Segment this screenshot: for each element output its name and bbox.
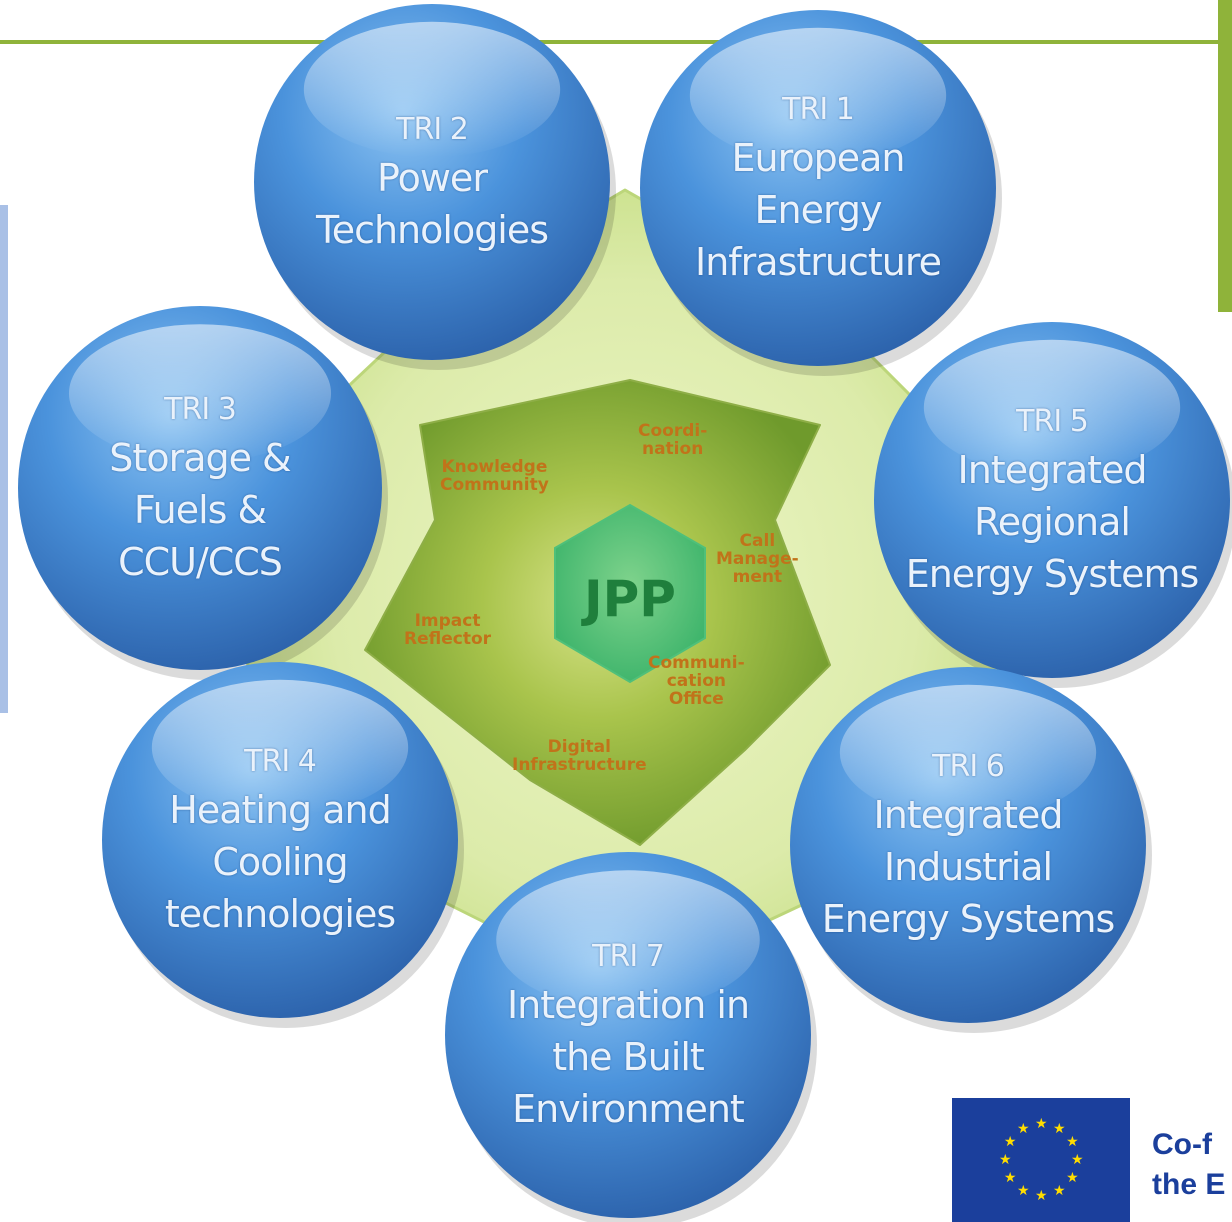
eu-star-icon: ★ — [1017, 1183, 1030, 1200]
circle-tri2 — [254, 4, 616, 370]
eu-star-icon: ★ — [1071, 1152, 1084, 1168]
core-label-coordination: Coordi-nation — [638, 422, 707, 458]
circle-gloss — [303, 21, 561, 158]
eu-star-icon: ★ — [1035, 1116, 1048, 1132]
circle-tri7 — [445, 852, 817, 1222]
core-label-line: Communi- — [648, 653, 745, 673]
circle-gloss — [923, 339, 1181, 476]
jpp-hexagon — [554, 503, 706, 684]
right-accent-bar — [1218, 0, 1232, 312]
circle-balls — [18, 4, 1232, 1222]
core-label-line: Office — [668, 689, 724, 709]
core-label-line: Call — [739, 531, 776, 551]
circle-gloss — [689, 27, 947, 164]
eu-star-icon: ★ — [1003, 1134, 1017, 1150]
circle-gloss — [68, 324, 332, 463]
core-label-line: Digital — [547, 737, 611, 757]
circle-tri3 — [18, 306, 388, 680]
circle-tri1 — [640, 10, 1002, 376]
circle-tri5 — [874, 322, 1232, 688]
co-funded-label: Co-f the E — [1152, 1125, 1225, 1205]
eu-star-icon: ★ — [1053, 1183, 1066, 1200]
co-funded-line-2: the E — [1152, 1168, 1226, 1201]
core-label-line: Impact — [414, 611, 481, 631]
circle-tri4 — [102, 662, 464, 1028]
core-label-line: Manage- — [716, 549, 799, 569]
eu-star-icon: ★ — [999, 1152, 1012, 1168]
circle-gloss — [839, 684, 1097, 821]
eu-flag: ★★★★★★★★★★★★ — [952, 1098, 1130, 1222]
core-label-line: Knowledge — [441, 457, 548, 477]
circle-gloss — [151, 679, 409, 816]
left-accent-bar — [0, 205, 8, 713]
jpp-label: JPP — [584, 570, 676, 628]
core-label-line: ment — [732, 567, 783, 587]
eu-star-icon: ★ — [1053, 1120, 1066, 1137]
eu-star-icon: ★ — [1035, 1188, 1048, 1204]
circle-tri6 — [790, 667, 1152, 1033]
eu-star-icon: ★ — [1003, 1170, 1017, 1186]
circle-gloss — [496, 870, 760, 1010]
eu-star-icon: ★ — [1017, 1120, 1030, 1137]
eu-star-icon: ★ — [1066, 1170, 1079, 1186]
core-label-line: nation — [641, 439, 704, 459]
eu-star-icon: ★ — [1066, 1134, 1079, 1150]
core-label-line: Coordi- — [638, 421, 708, 441]
co-funded-line-1: Co-f — [1152, 1128, 1212, 1161]
core-label-line: Reflector — [404, 629, 492, 649]
core-label-line: cation — [666, 671, 726, 691]
top-rule — [0, 40, 1232, 44]
core-label-line: Community — [440, 475, 549, 495]
core-label-line: Infrastructure — [512, 755, 647, 775]
